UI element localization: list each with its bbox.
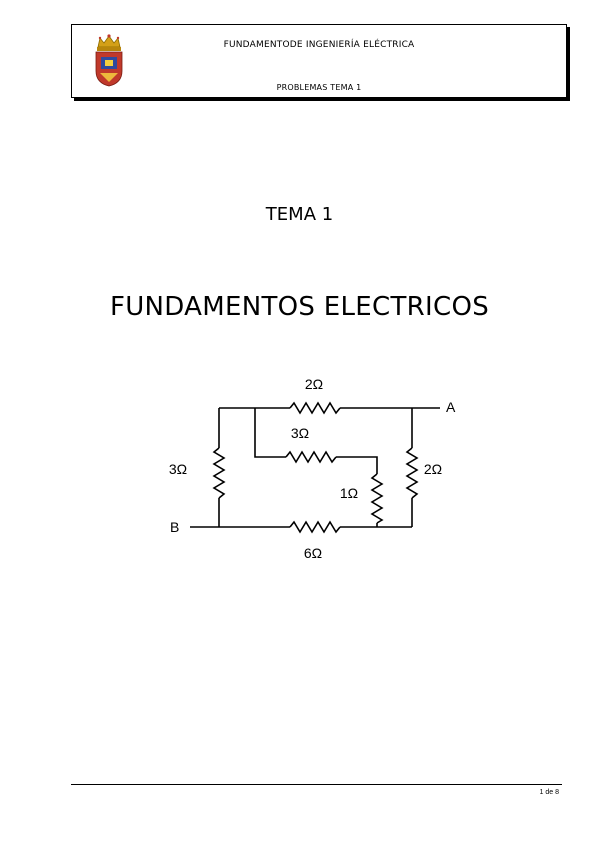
resistor-inner-vertical-zigzag: [370, 473, 384, 524]
resistor-right-zigzag: [405, 447, 419, 499]
label-terminal-b: B: [170, 519, 179, 535]
label-resistor-inner-top: 3Ω: [291, 425, 309, 441]
footer-rule: [71, 784, 562, 785]
wire-inner-right: [336, 456, 378, 474]
label-resistor-inner-vertical: 1Ω: [340, 485, 358, 501]
resistor-top-zigzag: [289, 401, 341, 415]
page-number: 1 de 8: [539, 789, 559, 796]
resistor-left-zigzag: [212, 447, 226, 499]
header-problems-title: PROBLEMAS TEMA 1: [276, 83, 362, 92]
label-resistor-top: 2Ω: [305, 376, 323, 392]
circuit-diagram: 2Ω 3Ω 3Ω 1Ω 2Ω 6Ω A B: [169, 376, 456, 561]
document-header: FUNDAMENTODE INGENIERÍA ELÉCTRICA PROBLE…: [71, 24, 567, 98]
label-terminal-a: A: [446, 399, 456, 415]
header-course-title: FUNDAMENTODE INGENIERÍA ELÉCTRICA: [223, 40, 415, 50]
main-title: FUNDAMENTOS ELECTRICOS: [109, 292, 490, 322]
label-resistor-left: 3Ω: [169, 461, 187, 477]
wire-inner-drop: [254, 408, 286, 458]
label-resistor-right: 2Ω: [424, 461, 442, 477]
university-crest-icon: [95, 34, 123, 87]
resistor-inner-top-zigzag: [285, 450, 337, 464]
label-resistor-bottom: 6Ω: [304, 545, 322, 561]
tema-label: TEMA 1: [265, 204, 334, 225]
resistor-bottom-zigzag: [289, 520, 341, 534]
